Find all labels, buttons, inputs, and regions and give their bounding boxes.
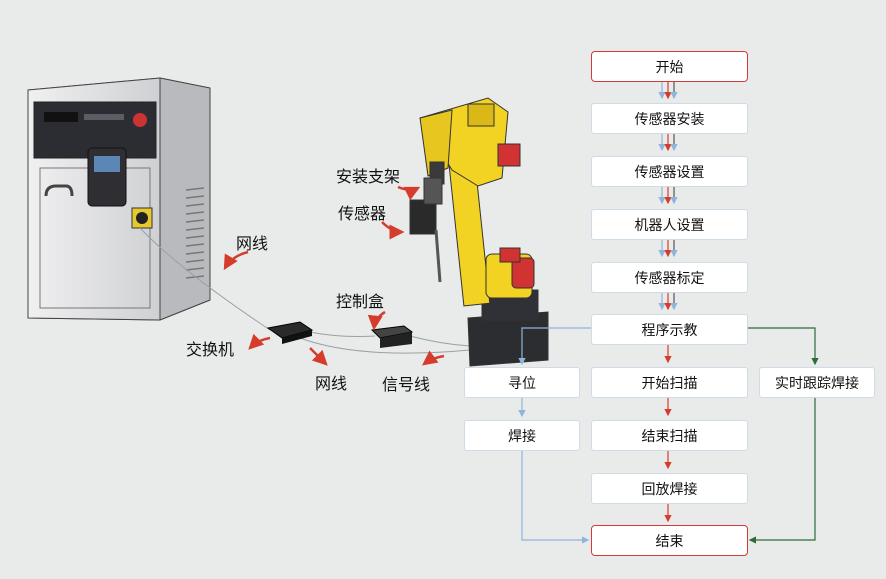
flow-node-realtime-tracking: 实时跟踪焊接 [759,367,875,398]
flow-node-sensor-calibration: 传感器标定 [591,262,748,293]
label-control-box: 控制盒 [336,292,385,311]
label-switch: 交换机 [186,340,235,359]
flow-connectors [518,82,819,544]
sequence-arrow-1 [658,82,678,100]
flow-node-scan-end: 结束扫描 [591,420,748,451]
flow-node-program-teach: 程序示教 [591,314,748,345]
flow-node-scan-start: 开始扫描 [591,367,748,398]
label-network-cable-1: 网线 [236,234,269,253]
sequence-arrow-3 [658,187,678,205]
label-sensor: 传感器 [338,204,387,223]
network-switch [266,321,314,344]
control-box [370,325,414,348]
arrow-teach-to-locate [518,327,591,366]
robot-controller-cabinet [27,77,211,321]
arrow-tracking-to-end [748,398,816,544]
label-network-cable-2: 网线 [315,374,348,393]
sequence-arrow-5 [658,293,678,311]
flow-node-replay-weld: 回放焊接 [591,473,748,504]
network-cables [139,227,471,354]
flow-node-robot-setup: 机器人设置 [591,209,748,240]
welding-robot [409,97,549,367]
flow-node-start: 开始 [591,51,748,82]
arrow-weld-to-end [521,451,590,544]
flow-node-locate: 寻位 [464,367,580,398]
sequence-arrow-4 [658,240,678,258]
label-signal-cable: 信号线 [382,375,431,394]
flow-node-weld: 焊接 [464,420,580,451]
sequence-arrow-2 [658,134,678,152]
flow-node-sensor-install: 传感器安装 [591,103,748,134]
flow-node-end: 结束 [591,525,748,556]
flow-node-sensor-setup: 传感器设置 [591,156,748,187]
label-arrows [223,185,445,366]
arrow-teach-to-tracking [747,327,819,366]
label-mount-bracket: 安装支架 [336,167,401,186]
